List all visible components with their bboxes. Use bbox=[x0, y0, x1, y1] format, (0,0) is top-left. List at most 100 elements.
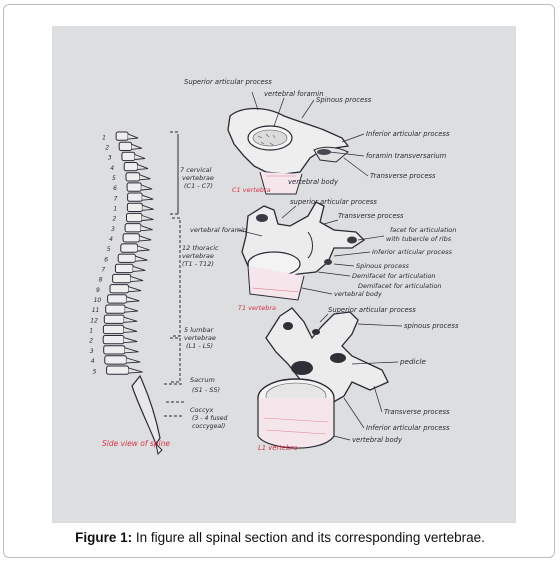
vertebra-number: 4 bbox=[110, 165, 114, 172]
t-label-vertebral-foramen: vertebral foramin bbox=[190, 226, 247, 234]
l-label-transverse-process: Transverse process bbox=[384, 408, 450, 416]
sacrum-label-2: (S1 - S5) bbox=[192, 386, 220, 394]
vertebra-number: 7 bbox=[114, 195, 118, 202]
vertebra-body bbox=[117, 253, 136, 263]
vertebra-number: 7 bbox=[101, 267, 105, 274]
vertebra-body bbox=[103, 345, 126, 355]
vertebra-spinous-process bbox=[142, 194, 154, 201]
vertebra-body bbox=[102, 335, 125, 345]
region-braces bbox=[164, 131, 184, 417]
vertebra-spinous-process bbox=[139, 235, 152, 242]
vertebra-body bbox=[126, 212, 143, 223]
c-label-inferior-articular-process: Inferior articular process bbox=[366, 130, 450, 138]
vertebra-spinous-process bbox=[126, 296, 140, 303]
t-label-vertebral-body: vertebral body bbox=[334, 290, 382, 298]
c-label-transverse-process: Transverse process bbox=[370, 172, 436, 180]
vertebra-body bbox=[123, 162, 138, 172]
vertebra-body bbox=[106, 365, 130, 375]
vertebra-body bbox=[109, 284, 129, 294]
vertebra-number: 5 bbox=[112, 175, 116, 182]
vertebra-spinous-process bbox=[135, 255, 148, 262]
c-label-vertebral-foramen: vertebral foramin bbox=[264, 90, 324, 98]
vertebra-body bbox=[104, 355, 127, 365]
vertebra-spinous-process bbox=[137, 245, 150, 252]
c-label-foramen-transversarium: foramin transversarium bbox=[366, 152, 447, 160]
thoracic-labels: superior articular process vertebral for… bbox=[190, 198, 456, 312]
spine-side-view bbox=[102, 131, 163, 456]
vertebra-body bbox=[107, 294, 128, 304]
vertebra-number: 1 bbox=[113, 206, 117, 213]
l-tag: L1 vertebra bbox=[258, 444, 297, 452]
vertebra-spinous-process bbox=[124, 306, 139, 313]
vertebra-body bbox=[126, 202, 143, 212]
vertebra-spinous-process bbox=[141, 184, 153, 191]
vertebra-spinous-process bbox=[123, 326, 138, 333]
caption-label: Figure 1: bbox=[75, 530, 133, 545]
cervical-vertebra bbox=[227, 107, 350, 195]
vertebra-number: 1 bbox=[89, 328, 93, 335]
vertebra-spinous-process bbox=[132, 265, 146, 272]
sacrum-label-1: Sacrum bbox=[190, 376, 215, 384]
lumbar-label-1: 5 lumbar bbox=[184, 326, 215, 334]
c-tag: C1 vertebra bbox=[232, 186, 271, 194]
vertebra-number: 8 bbox=[99, 277, 103, 284]
coccyx-label-3: coccygeal) bbox=[192, 423, 225, 430]
cervical-label-1: 7 cervical bbox=[180, 166, 212, 174]
vertebra-spinous-process bbox=[141, 215, 154, 221]
l-label-spinous-process: spinous process bbox=[404, 322, 459, 330]
vertebra-spinous-process bbox=[137, 164, 149, 171]
vertebra-body bbox=[112, 273, 132, 284]
vertebra-number: 4 bbox=[91, 358, 95, 365]
vertebra-spinous-process bbox=[139, 174, 151, 181]
vertebra-spinous-process bbox=[124, 347, 139, 354]
vertebra-number: 11 bbox=[92, 307, 100, 314]
vertebra-body bbox=[114, 263, 134, 274]
l-label-inferior-articular-process: Inferior articular process bbox=[366, 424, 450, 432]
thoracic-label-3: (T1 - T12) bbox=[182, 260, 214, 268]
vertebra-number: 1 bbox=[102, 134, 106, 141]
vertebra-number: 3 bbox=[108, 155, 112, 162]
vertebra-spinous-process bbox=[127, 133, 139, 140]
vertebra-number: 6 bbox=[113, 185, 117, 192]
vertebra-body bbox=[118, 141, 133, 151]
t-label-demifacet-1: Demifacet for articulation bbox=[352, 272, 436, 280]
vertebra-body bbox=[120, 243, 139, 253]
vertebra-spinous-process bbox=[131, 143, 142, 150]
vertebra-number: 5 bbox=[93, 368, 97, 375]
vertebra-number: 9 bbox=[96, 287, 100, 294]
coccyx-label-2: (3 - 4 fused bbox=[192, 415, 228, 422]
t-label-demifacet-2: Demifacet for articulation bbox=[358, 282, 442, 290]
figure-caption: Figure 1: In figure all spinal section a… bbox=[0, 530, 560, 545]
vertebra-body bbox=[103, 314, 125, 324]
l-label-vertebral-body: vertebral body bbox=[352, 436, 403, 444]
vertebra-body bbox=[127, 192, 143, 202]
thoracic-label-2: vertebrae bbox=[182, 252, 214, 260]
l-label-superior-articular-process: Superior articular process bbox=[328, 306, 416, 314]
t-label-transverse-process: Transverse process bbox=[338, 212, 404, 220]
vertebra-number: 2 bbox=[89, 338, 93, 345]
lumbar-label-2: vertebrae bbox=[184, 334, 216, 342]
t-label-spinous-process: Spinous process bbox=[356, 262, 409, 270]
vertebra-spinous-process bbox=[130, 276, 144, 283]
l-label-pedicle: pedicle bbox=[399, 357, 426, 366]
vertebra-spinous-process bbox=[123, 337, 138, 344]
thoracic-label-1: 12 thoracic bbox=[182, 244, 219, 252]
vertebra-spinous-process bbox=[123, 316, 138, 323]
vertebra-spinous-process bbox=[126, 357, 141, 364]
vertebra-spinous-process bbox=[140, 225, 153, 232]
vertebra-number: 6 bbox=[104, 256, 108, 263]
thoracic-vertebra bbox=[241, 201, 366, 301]
t-label-superior-articular-process: superior articular process bbox=[290, 198, 377, 206]
vertebra-body bbox=[126, 182, 142, 192]
vertebra-body bbox=[102, 324, 125, 335]
c-label-spinous-process: Spinous process bbox=[316, 96, 372, 104]
t-label-inferior-articular-process: Inferior articular process bbox=[372, 248, 452, 256]
lumbar-label-3: (L1 - L5) bbox=[186, 342, 213, 350]
vertebra-spinous-process bbox=[134, 154, 146, 160]
vertebra-number: 3 bbox=[111, 226, 115, 233]
vertebra-number: 4 bbox=[109, 236, 113, 243]
